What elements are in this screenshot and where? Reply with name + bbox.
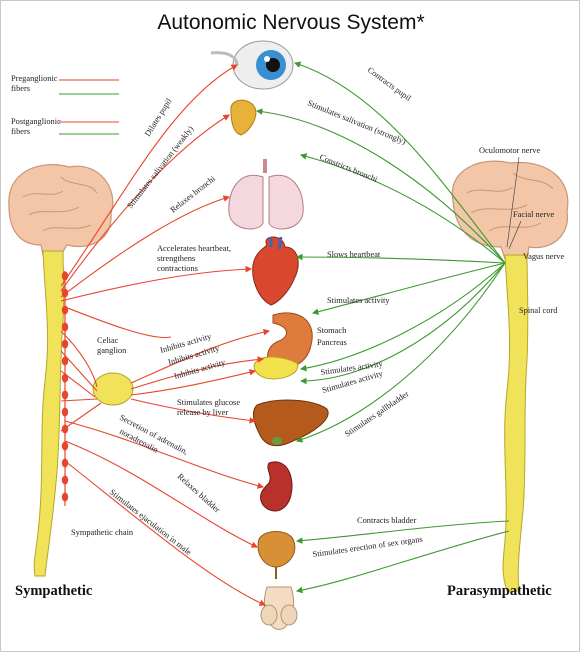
nerve-symp-heart-2 [64,306,172,339]
celiac-ganglion-icon [92,372,134,406]
brain-left-folds [22,176,98,232]
sympathetic-chain-icon [61,271,69,506]
label-glucose-1: Stimulates glucose [177,398,240,407]
parasympathetic-label-group: Contracts pupil Stimulates salivation (s… [306,65,423,559]
nerve-para-heart [295,253,506,264]
legend-pre-label-2: fibers [11,84,30,93]
sympathetic-nerves [60,64,271,606]
label-glucose-2: release by liver [177,408,228,417]
label-para-saliva: Stimulates salivation (strongly) [306,99,407,147]
nerve-para-saliva [255,108,506,264]
spinal-cord-right-icon [502,254,529,592]
pancreas-icon [253,356,299,380]
nerve-symp-stomach [130,328,271,384]
label-heart-2: strengthens [157,254,195,263]
lungs-icon [228,159,304,230]
legend-post-label-2: fibers [11,127,30,136]
label-parasympathetic: Parasympathetic [447,583,552,599]
brain-left-icon [8,164,114,256]
label-ejaculation: Stimulates ejaculation in male [108,487,193,557]
label-constricts-bronchi: Constricts bronchi [318,153,379,185]
nerve-para-pancreas [299,262,506,372]
bladder-icon [257,531,296,579]
parasympathetic-nerves [255,61,510,594]
label-para-activity: Stimulates activity [327,296,390,305]
label-facial: Facial nerve [513,210,554,219]
label-spinal-cord: Spinal cord [519,306,558,315]
genitals-icon [260,586,298,630]
nerve-symp-ganglion-in [60,330,102,432]
nerve-symp-bladder [64,440,258,548]
nerve-para-eye [293,61,506,264]
label-contracts-pupil: Contracts pupil [366,65,413,103]
salivary-gland-icon [230,99,257,136]
nerve-symp-heart [60,265,253,302]
nerve-symp-eye [60,64,238,287]
label-heart-3: contractions [157,264,198,273]
nerve-symp-pancreas [130,356,265,390]
label-pancreas: Pancreas [317,338,347,347]
nerve-symp-intestine [130,369,257,396]
label-celiac-2: ganglion [97,346,127,355]
label-sympathetic-chain: Sympathetic chain [71,528,134,537]
parasympathetic-cns [451,160,569,592]
nerve-symp-genitals [64,460,267,606]
organs [210,40,329,630]
label-celiac-1: Celiac [97,336,119,345]
nerve-symp-saliva [60,114,230,292]
leader-oculomotor [506,156,520,248]
heart-icon [252,236,299,306]
label-relaxes-bronchi: Relaxes bronchi [169,174,218,215]
nerve-label-group: Oculomotor nerve Facial nerve Vagus nerv… [479,146,564,315]
label-contracts-bladder: Contracts bladder [357,516,417,525]
label-vagus: Vagus nerve [523,252,564,261]
liver-icon [252,399,329,447]
page-title: Autonomic Nervous System* [157,11,424,34]
brain-right-folds [466,172,554,232]
nerve-para-lungs [299,153,506,264]
leader-facial [508,220,522,250]
label-stomach: Stomach [317,326,347,335]
nerve-para-bladder [295,520,510,544]
legend-pre-label: Preganglionic [11,74,58,83]
nerve-para-stomach [311,262,506,315]
label-slows-heartbeat: Slows heartbeat [327,250,381,259]
nerve-symp-liver [130,398,257,424]
kidney-icon [260,461,293,512]
nerve-para-intestine [299,262,506,385]
nerve-symp-lungs [60,195,231,298]
label-dilates-pupil: Dilates pupil [143,96,174,138]
nerve-para-gallbladder [295,262,506,443]
label-gallbladder: Stimulates gallbladder [343,389,410,439]
label-heart-1: Accelerates heartbeat, [157,244,231,253]
label-relaxes-bladder: Relaxes bladder [176,472,222,515]
label-sympathetic: Sympathetic [15,583,93,599]
sympathetic-cns [8,164,114,577]
nerve-symp-kidney [64,420,265,489]
nerve-para-sex [295,530,510,594]
legend-post-label: Postganglionic [11,117,61,126]
spinal-cord-left-icon [33,250,65,577]
label-oculomotor: Oculomotor nerve [479,146,540,155]
legend: Preganglionic fibers Postganglionic fibe… [11,74,119,136]
eye-icon [210,40,294,90]
